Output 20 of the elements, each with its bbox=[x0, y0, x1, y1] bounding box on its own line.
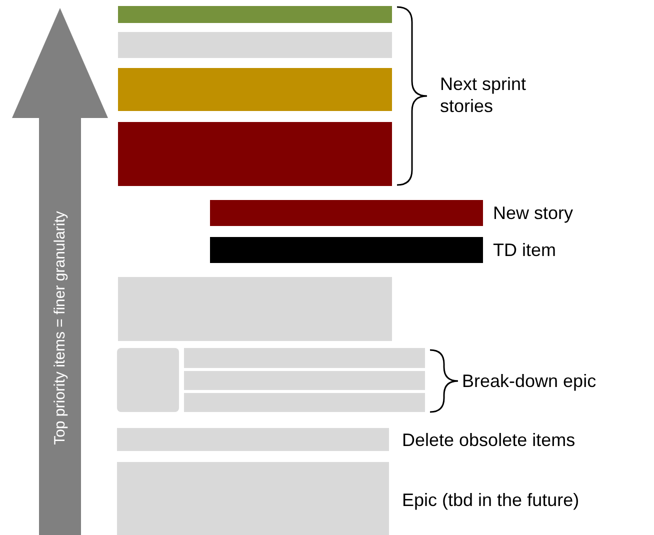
bracket-label: Next sprint stories bbox=[440, 73, 528, 117]
backlog-bar bbox=[210, 200, 483, 226]
backlog-bar bbox=[210, 237, 483, 263]
bar-caption: Delete obsolete items bbox=[402, 429, 576, 451]
backlog-bar bbox=[118, 68, 392, 111]
backlog-bar bbox=[118, 122, 392, 186]
backlog-bar bbox=[118, 32, 392, 58]
arrow-label: Top priority items = finer granularity bbox=[52, 211, 68, 445]
backlog-bar bbox=[184, 371, 425, 390]
backlog-bar bbox=[184, 393, 425, 412]
backlog-bar bbox=[117, 428, 389, 451]
bracket-label: Break-down epic bbox=[462, 370, 596, 392]
bar-caption: Epic (tbd in the future) bbox=[402, 489, 580, 511]
backlog-bar bbox=[184, 348, 425, 368]
backlog-bar bbox=[118, 6, 392, 23]
backlog-block bbox=[117, 348, 179, 412]
backlog-bar bbox=[118, 277, 392, 341]
bar-caption: TD item bbox=[493, 239, 556, 261]
backlog-bar bbox=[117, 462, 389, 535]
bar-caption: New story bbox=[493, 202, 574, 224]
